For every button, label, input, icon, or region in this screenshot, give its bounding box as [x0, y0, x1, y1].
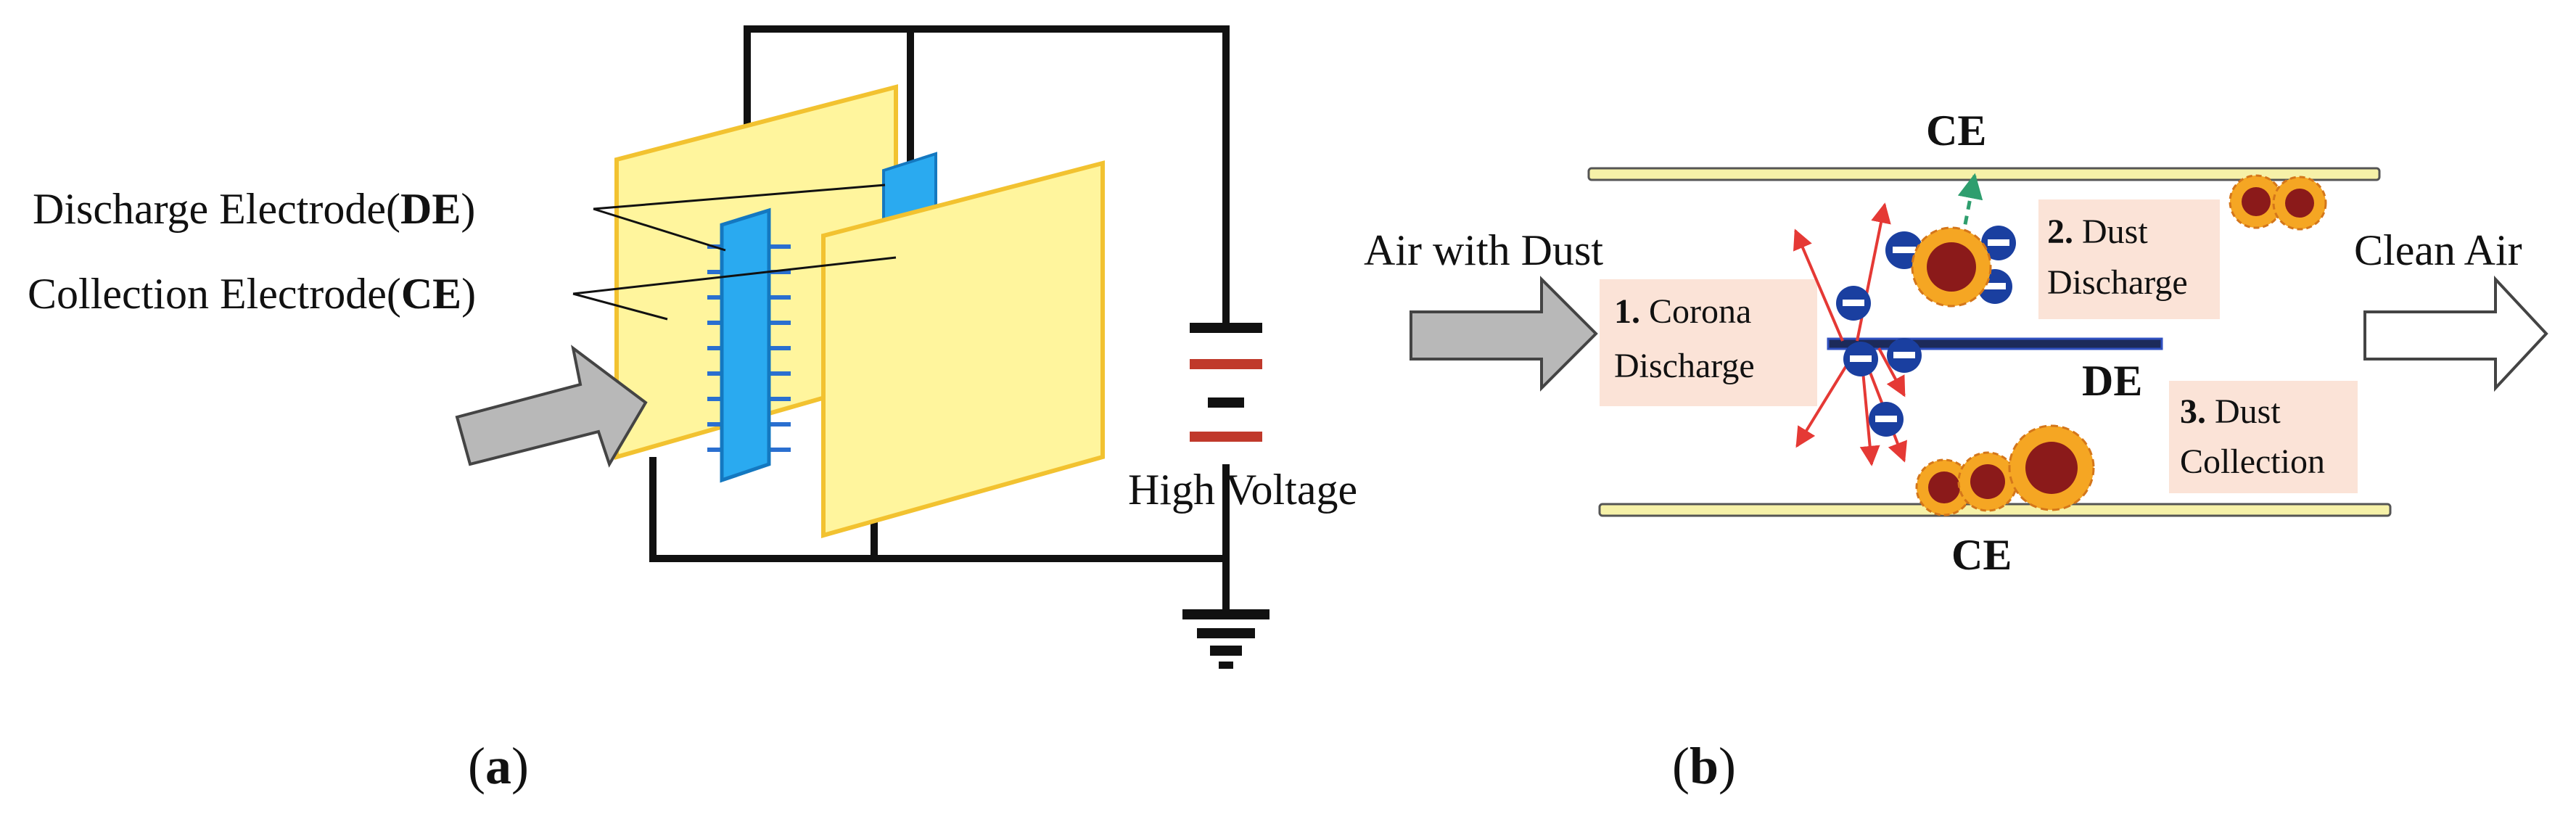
- air-out-arrow-icon: [2363, 275, 2548, 392]
- airflow-arrow-icon: [455, 345, 648, 468]
- discharge-electrode-label: Discharge Electrode(DE): [33, 185, 475, 233]
- step-3-box: 3. Dust Collection: [2169, 381, 2358, 493]
- air-in-label: Air with Dust: [1364, 226, 1603, 274]
- discharge-electrode-front: [707, 207, 791, 483]
- air-in-arrow-icon: [1410, 276, 1598, 392]
- svg-text:1. Corona: 1. Corona: [1614, 292, 1751, 331]
- collection-plate-top: [1587, 167, 2381, 181]
- caption-b: (b): [1672, 737, 1736, 795]
- ion-icon: [1887, 338, 1922, 373]
- air-out-label: Clean Air: [2354, 226, 2522, 274]
- dust-particle-icon: [2272, 176, 2327, 231]
- svg-text:2. Dust: 2. Dust: [2047, 213, 2148, 251]
- discharge-electrode-bar: [1827, 337, 2163, 350]
- panel-b: CE CE DE Air with Dust Clean Air 1. Coro…: [1364, 107, 2548, 795]
- ground-icon: [1182, 609, 1270, 669]
- svg-text:3. Dust: 3. Dust: [2180, 392, 2281, 431]
- circuit-wires: [649, 25, 1230, 609]
- de-label: DE: [2082, 357, 2142, 405]
- ion-icon: [1981, 226, 2016, 260]
- step-1-box: 1. Corona Discharge: [1600, 279, 1817, 406]
- panel-a: Discharge Electrode(DE) Collection Elect…: [28, 25, 1357, 795]
- caption-a: (a): [468, 737, 529, 795]
- negative-ions: [1836, 226, 2016, 437]
- ce-bottom-label: CE: [1951, 531, 2012, 579]
- ion-icon: [1843, 342, 1878, 376]
- high-voltage-label: High Voltage: [1128, 466, 1357, 514]
- svg-text:Discharge: Discharge: [2047, 263, 2188, 302]
- step-2-box: 2. Dust Discharge: [2038, 199, 2220, 319]
- dust-particle-icon: [1957, 451, 2018, 512]
- dust-particle-icon: [1915, 458, 1973, 516]
- ce-top-label: CE: [1926, 107, 1986, 154]
- leader-lines: [572, 184, 897, 321]
- svg-text:Discharge: Discharge: [1614, 347, 1755, 385]
- collection-electrode-label: Collection Electrode(CE): [28, 270, 476, 318]
- dust-particles: [1911, 174, 2327, 516]
- dust-particle-icon: [2229, 174, 2284, 229]
- dust-particle-icon: [2008, 424, 2095, 511]
- collection-plate-front: [821, 160, 1105, 538]
- dust-discharge-arrow: [1957, 173, 1983, 240]
- battery-icon: [1190, 323, 1262, 442]
- svg-text:Collection: Collection: [2180, 442, 2325, 481]
- ion-icon: [1836, 286, 1871, 321]
- dust-particle-icon: [1911, 226, 1992, 308]
- ion-icon: [1869, 402, 1904, 437]
